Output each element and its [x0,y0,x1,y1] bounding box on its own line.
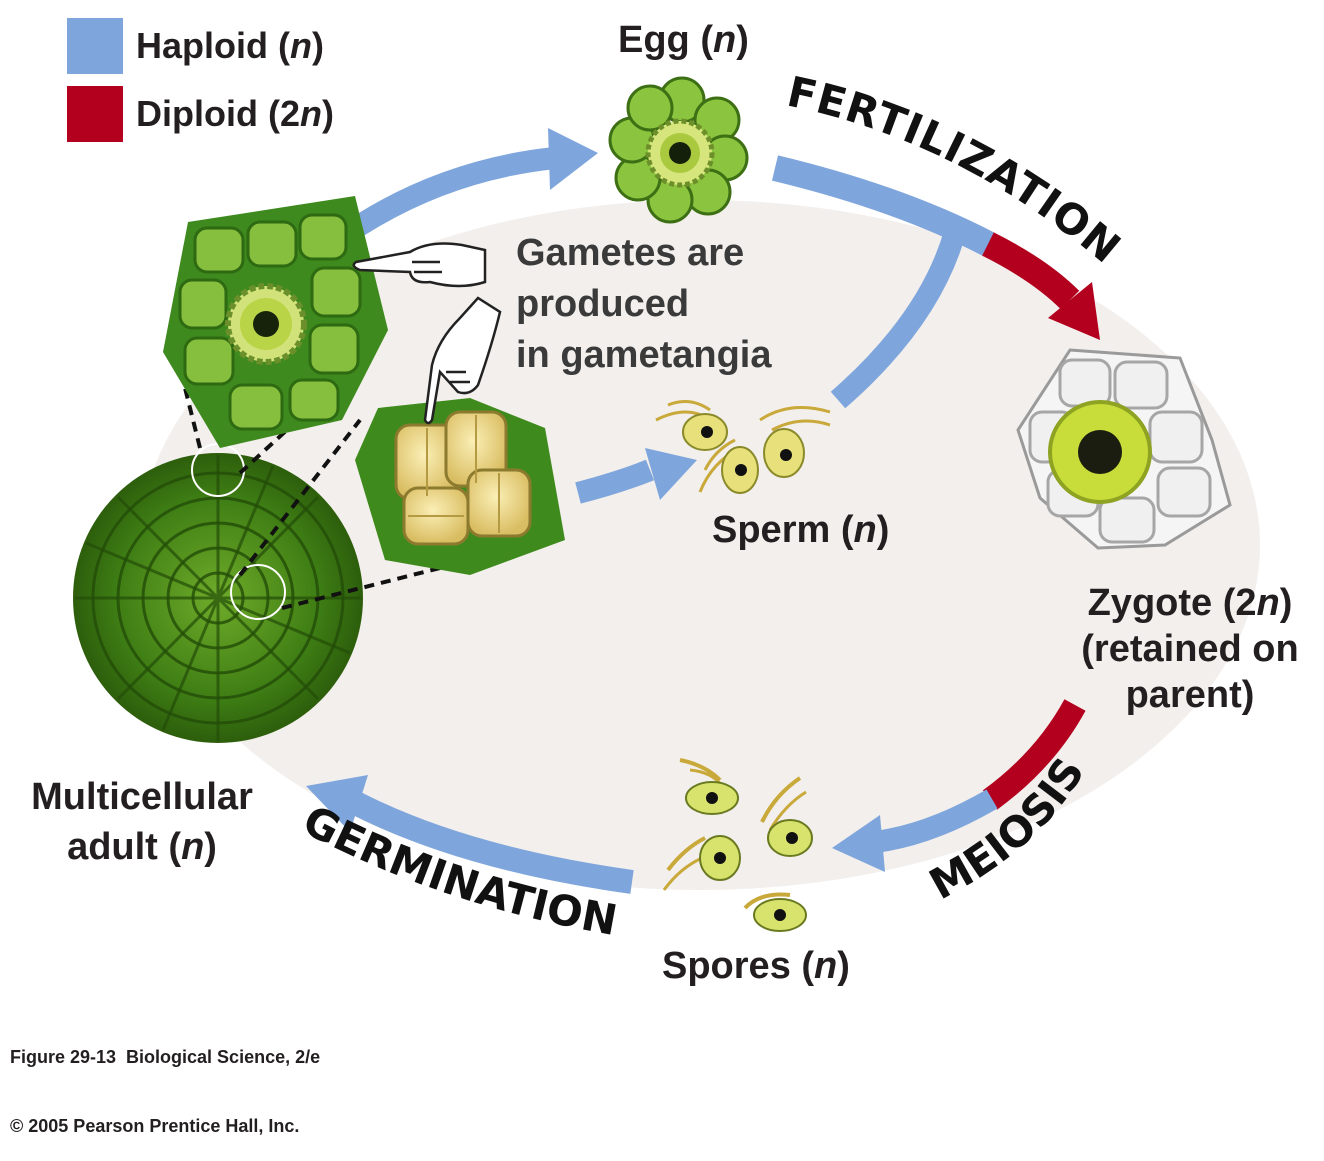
sperm-cell-icon [698,438,759,494]
arrow-head-zygote [1048,282,1100,340]
figure-credit: Figure 29-13 Biological Science, 2/e © 2… [10,1047,321,1136]
arrow-head-adult [306,775,368,832]
diagram-graphics: FERTILIZATION MEIOSIS GERMINATION [73,67,1260,945]
egg-label: Egg (n) [618,19,749,61]
arrow-head-sperm [645,448,697,500]
life-cycle-diagram: FERTILIZATION MEIOSIS GERMINATION Haploi… [10,18,1299,1136]
arrow-adult-to-egg [338,147,557,245]
zygote-cell-icon [1016,348,1232,550]
spore-icon [743,892,807,932]
sperm-cell-icon [655,399,728,451]
archegonium-closeup [163,196,388,448]
antheridia-closeup [355,398,565,575]
meiosis-diploid-segment [982,699,1086,810]
sperm-label: Sperm (n) [712,509,890,551]
pointing-hand-icon [352,242,487,288]
diploid-label: Diploid (2n) [136,93,335,134]
adult-label: Multicellular adult (n) [31,776,253,868]
spore-icon [662,835,741,891]
fertilization-egg-branch [771,155,997,257]
haploid-label: Haploid (n) [136,25,325,66]
spore-icon [760,776,813,857]
arrow-head-egg [548,128,598,190]
haploid-swatch [67,18,123,74]
diploid-swatch [67,86,123,142]
cycle-background [140,200,1260,890]
spore-icon [679,758,739,815]
fertilization-diploid-segment [982,232,1080,310]
pointing-hand-icon [423,296,502,425]
gametangia-note: Gametes are produced in gametangia [516,232,772,376]
germination-arrow [344,789,634,894]
zygote-label: Zygote (2n) (retained on parent) [1081,582,1299,716]
algae-thallus-icon [73,443,363,743]
meiosis-haploid-segment [873,789,998,853]
sperm-cell-icon [759,406,831,478]
spores-label: Spores (n) [662,945,850,987]
egg-cell-icon [608,76,749,224]
arrow-head-spores [832,815,885,872]
fertilization-sperm-branch [830,228,966,409]
arrow-gametangia-to-sperm [575,459,655,504]
